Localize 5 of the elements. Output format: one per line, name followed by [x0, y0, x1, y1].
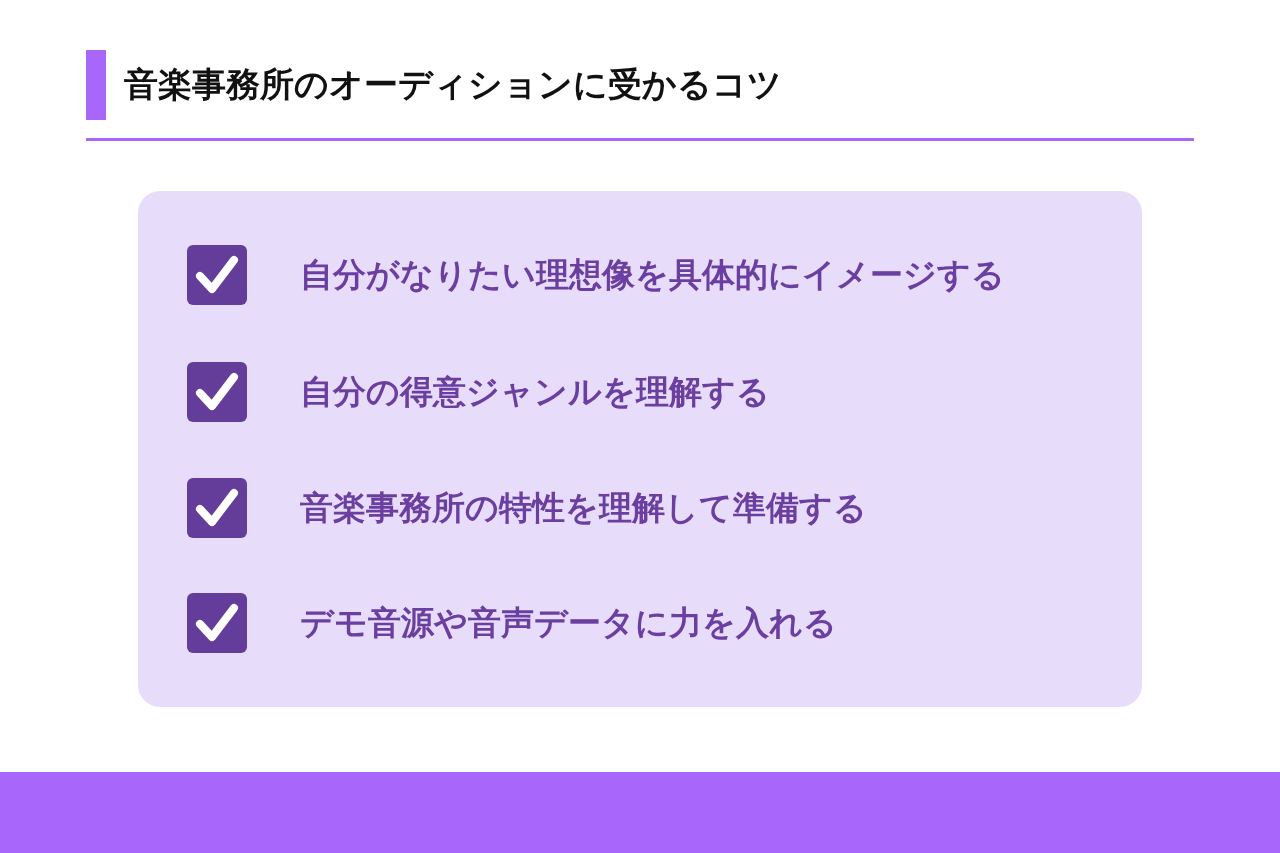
checklist-item: 自分がなりたい理想像を具体的にイメージする [300, 254, 1005, 296]
checklist-item: デモ音源や音声データに力を入れる [300, 602, 837, 644]
checklist-item: 音楽事務所の特性を理解して準備する [300, 487, 867, 529]
title: 音楽事務所のオーディションに受かるコツ [124, 63, 782, 106]
checklist-item: 自分の得意ジャンルを理解する [300, 371, 770, 413]
